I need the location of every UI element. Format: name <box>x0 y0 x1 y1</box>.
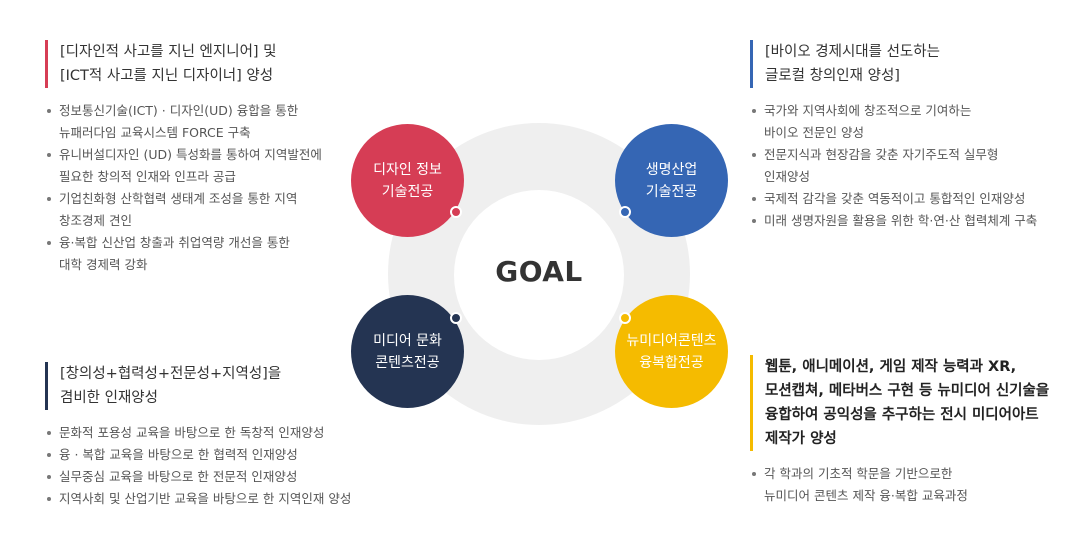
major-media-circle: 미디어 문화 콘텐츠전공 <box>351 295 464 408</box>
list-item: 융·복합 신산업 창출과 취업역량 개선을 통한 대학 경제력 강화 <box>45 232 345 276</box>
section-design-heading: [디자인적 사고를 지닌 엔지니어] 및 [ICT적 사고를 지닌 디자이너] … <box>45 40 345 88</box>
section-media: [창의성+협력성+전문성+지역성]을 겸비한 인재양성 문화적 포용성 교육을 … <box>45 362 375 510</box>
section-newmedia: 웹툰, 애니메이션, 게임 제작 능력과 XR, 모션캡쳐, 메타버스 구현 등… <box>750 355 1068 507</box>
list-item: 정보통신기술(ICT) · 디자인(UD) 융합을 통한 뉴패러다임 교육시스템… <box>45 100 345 144</box>
major-design-circle: 디자인 정보 기술전공 <box>351 124 464 237</box>
list-item: 각 학과의 기초적 학문을 기반으로한 뉴미디어 콘텐츠 제작 융·복합 교육과… <box>750 463 1068 507</box>
section-bio: [바이오 경제시대를 선도하는 글로컬 창의인재 양성] 국가와 지역사회에 창… <box>750 40 1065 232</box>
section-design: [디자인적 사고를 지닌 엔지니어] 및 [ICT적 사고를 지닌 디자이너] … <box>45 40 345 276</box>
list-item: 실무중심 교육을 바탕으로 한 전문적 인재양성 <box>45 466 375 488</box>
section-media-heading: [창의성+협력성+전문성+지역성]을 겸비한 인재양성 <box>45 362 375 410</box>
list-item: 지역사회 및 산업기반 교육을 바탕으로 한 지역인재 양성 <box>45 488 375 510</box>
list-item: 미래 생명자원을 활용을 위한 학·연·산 협력체계 구축 <box>750 210 1065 232</box>
section-media-list: 문화적 포용성 교육을 바탕으로 한 독창적 인재양성 융 · 복합 교육을 바… <box>45 422 375 510</box>
list-item: 전문지식과 현장감을 갖춘 자기주도적 실무형 인재양성 <box>750 144 1065 188</box>
section-newmedia-list: 각 학과의 기초적 학문을 기반으로한 뉴미디어 콘텐츠 제작 융·복합 교육과… <box>750 463 1068 507</box>
list-item: 국가와 지역사회에 창조적으로 기여하는 바이오 전문인 양성 <box>750 100 1065 144</box>
list-item: 국제적 감각을 갖춘 역동적이고 통합적인 인재양성 <box>750 188 1065 210</box>
section-bio-list: 국가와 지역사회에 창조적으로 기여하는 바이오 전문인 양성 전문지식과 현장… <box>750 100 1065 232</box>
list-item: 유니버설디자인 (UD) 특성화를 통하여 지역발전에 필요한 창의적 인재와 … <box>45 144 345 188</box>
goal-title: GOAL <box>495 255 583 288</box>
goal-ring-inner <box>454 190 624 360</box>
list-item: 문화적 포용성 교육을 바탕으로 한 독창적 인재양성 <box>45 422 375 444</box>
list-item: 융 · 복합 교육을 바탕으로 한 협력적 인재양성 <box>45 444 375 466</box>
section-design-list: 정보통신기술(ICT) · 디자인(UD) 융합을 통한 뉴패러다임 교육시스템… <box>45 100 345 276</box>
media-dot <box>450 312 462 324</box>
major-bio-circle: 생명산업 기술전공 <box>615 124 728 237</box>
newmedia-dot <box>619 312 631 324</box>
bio-dot <box>619 206 631 218</box>
section-newmedia-heading: 웹툰, 애니메이션, 게임 제작 능력과 XR, 모션캡쳐, 메타버스 구현 등… <box>750 355 1068 451</box>
section-bio-heading: [바이오 경제시대를 선도하는 글로컬 창의인재 양성] <box>750 40 1065 88</box>
list-item: 기업친화형 산학협력 생태계 조성을 통한 지역 창조경제 견인 <box>45 188 345 232</box>
major-newmedia-circle: 뉴미디어콘텐츠 융복합전공 <box>615 295 728 408</box>
design-dot <box>450 206 462 218</box>
